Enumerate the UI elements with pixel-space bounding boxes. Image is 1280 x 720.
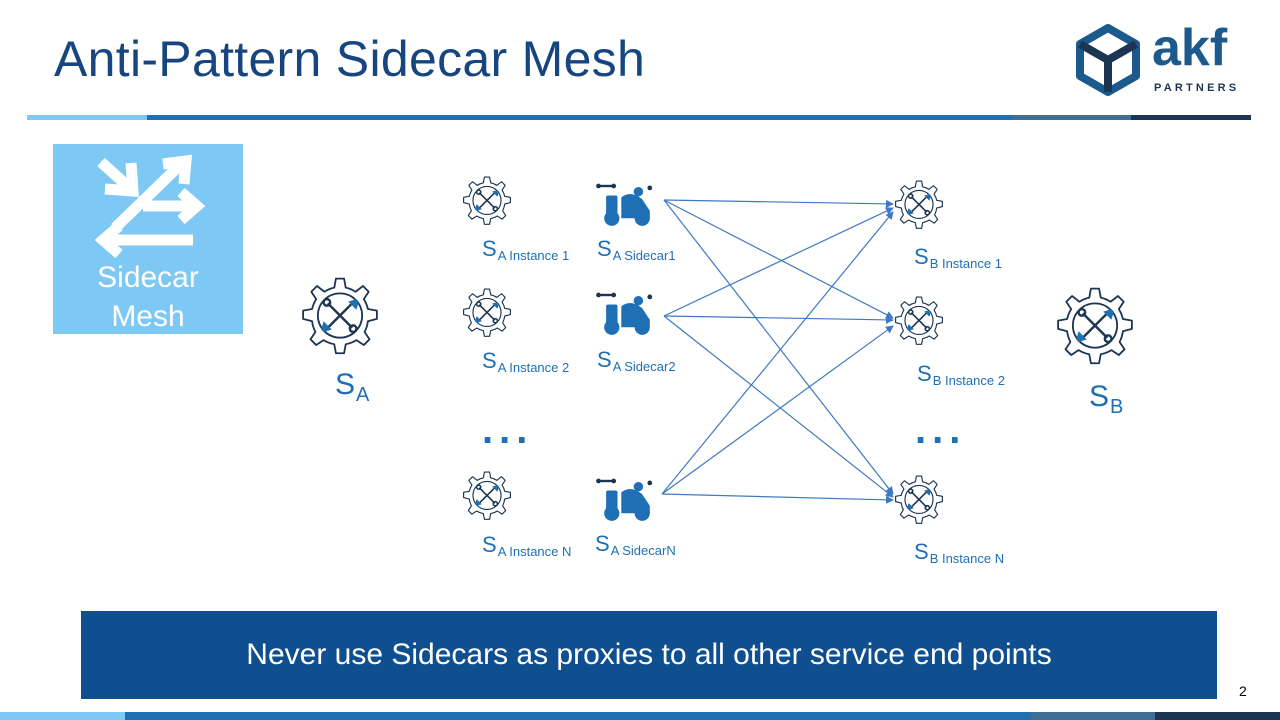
sb-instance-1-s: S	[914, 244, 929, 269]
sb-instance-1-gear-icon	[894, 180, 944, 230]
sa-ellipsis: ...	[482, 408, 534, 452]
sb-instance-n-gear-icon	[894, 475, 944, 525]
link-sidecar1-bn	[663, 199, 894, 495]
sb-instance-2-s: S	[917, 361, 932, 386]
sb-instance-n-s: S	[914, 539, 929, 564]
sb-instance-n-label: SB Instance N	[914, 539, 1004, 566]
sb-instance-2-sub: B Instance 2	[932, 373, 1005, 388]
sa-instance-2-gear-icon	[462, 288, 512, 338]
sa-sidecar-n-motorcycle-icon	[594, 477, 654, 523]
sa-sidecar-n-s: S	[595, 531, 610, 556]
header-rule	[27, 115, 1251, 120]
service-a-gear-icon	[301, 277, 379, 355]
sb-instance-n-sub: B Instance N	[929, 551, 1005, 566]
logo-wordmark: akf	[1152, 19, 1228, 77]
sa-sidecar-1-label: SA Sidecar1	[597, 236, 676, 263]
service-a-label-s: S	[335, 368, 356, 401]
sa-sidecar-2-label: SA Sidecar2	[597, 347, 676, 374]
merge-arrows-icon	[94, 154, 206, 259]
link-sidecar2-b1	[663, 207, 894, 317]
sa-instance-2-s: S	[482, 348, 497, 373]
sa-instance-1-s: S	[482, 236, 497, 261]
sb-instance-1-sub: B Instance 1	[929, 256, 1002, 271]
sb-instance-1-label: SB Instance 1	[914, 244, 1002, 271]
service-b-gear-icon	[1056, 287, 1134, 365]
tile-label-line2: Mesh	[111, 300, 185, 333]
link-sidecar2-bn	[663, 315, 894, 498]
page-number: 2	[1239, 683, 1247, 699]
sa-sidecar-n-sub: A SidecarN	[610, 543, 676, 558]
service-b-label-s: S	[1089, 380, 1110, 413]
sa-sidecar-1-sub: A Sidecar1	[612, 248, 676, 263]
sa-sidecar-2-motorcycle-icon	[594, 291, 654, 337]
link-sidecarn-b2	[661, 325, 894, 495]
sa-instance-2-sub: A Instance 2	[497, 360, 570, 375]
sb-instance-2-label: SB Instance 2	[917, 361, 1005, 388]
service-b-label-sub: B	[1110, 396, 1124, 418]
sa-sidecar-1-s: S	[597, 236, 612, 261]
sa-instance-2-label: SA Instance 2	[482, 348, 569, 375]
link-sidecar1-b2	[663, 199, 894, 319]
logo-subtext: PARTNERS	[1154, 82, 1240, 94]
sa-instance-1-label: SA Instance 1	[482, 236, 569, 263]
sidecar-mesh-tile: Sidecar Mesh	[53, 144, 243, 334]
link-sidecarn-bn	[661, 493, 894, 504]
service-b-label: SB	[1089, 380, 1123, 419]
sa-instance-n-gear-icon	[462, 471, 512, 521]
akf-partners-logo: akf PARTNERS	[1074, 19, 1254, 98]
sa-sidecar-1-motorcycle-icon	[594, 182, 654, 228]
sa-instance-n-label: SA Instance N	[482, 532, 571, 559]
link-sidecar2-b2	[663, 315, 894, 324]
warning-banner-text: Never use Sidecars as proxies to all oth…	[246, 638, 1052, 671]
sb-ellipsis: ...	[915, 408, 967, 452]
slide-title: Anti-Pattern Sidecar Mesh	[54, 31, 646, 87]
sa-sidecar-2-s: S	[597, 347, 612, 372]
tile-label-line1: Sidecar	[97, 261, 199, 294]
sa-instance-n-s: S	[482, 532, 497, 557]
link-sidecarn-b1	[661, 211, 894, 495]
sa-instance-1-sub: A Instance 1	[497, 248, 570, 263]
footer-bar	[0, 712, 1280, 720]
tile-label: Sidecar Mesh	[53, 258, 243, 336]
sa-sidecar-n-label: SA SidecarN	[595, 531, 676, 558]
cube-logo-icon	[1076, 24, 1140, 96]
sb-instance-2-gear-icon	[894, 296, 944, 346]
link-sidecar1-b1	[663, 199, 894, 208]
service-a-label-sub: A	[356, 384, 370, 406]
sa-instance-n-sub: A Instance N	[497, 544, 572, 559]
warning-banner: Never use Sidecars as proxies to all oth…	[81, 611, 1217, 699]
service-a-label: SA	[335, 368, 369, 407]
sa-sidecar-2-sub: A Sidecar2	[612, 359, 676, 374]
sa-instance-1-gear-icon	[462, 176, 512, 226]
connection-lines	[661, 199, 894, 504]
